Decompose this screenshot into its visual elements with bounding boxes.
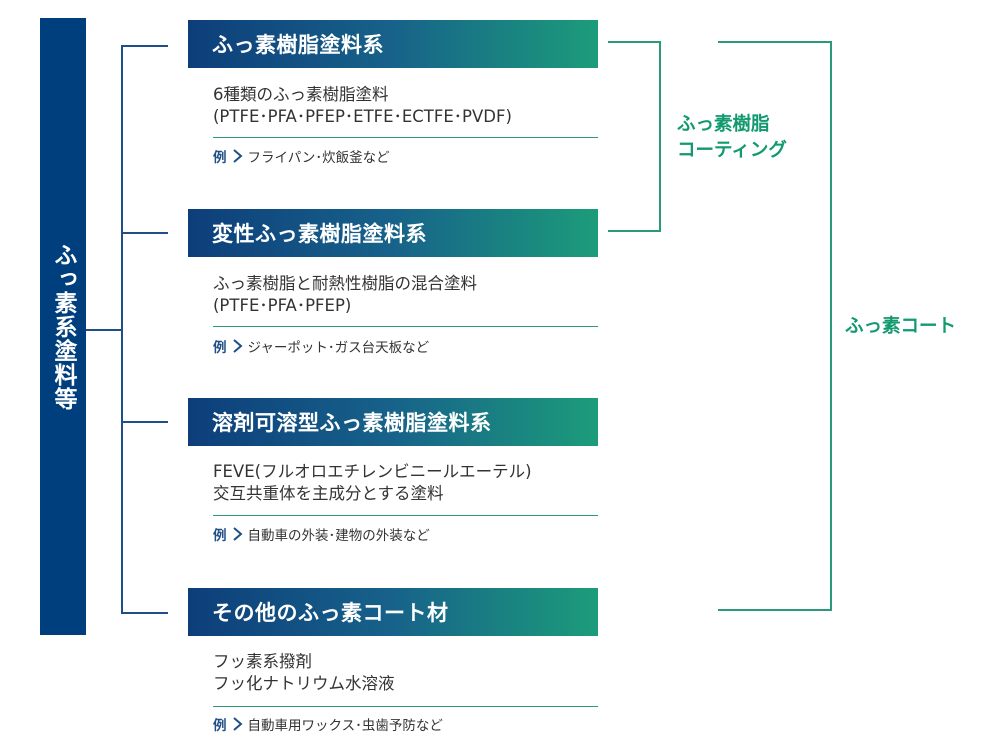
example-3: 例 自動車の外装･建物の外装など: [213, 524, 430, 544]
description-line: 6種類のふっ素樹脂塗料: [213, 85, 389, 104]
coat-group-label: ふっ素コート: [845, 316, 957, 337]
category-description-3: FEVE(フルオロエチレンビニールエーテル) 交互共重体を主成分とする塗料: [213, 461, 598, 505]
description-line: 交互共重体を主成分とする塗料: [213, 484, 444, 503]
coating-bracket-top: [608, 41, 660, 43]
example-text: 自動車用ワックス･虫歯予防など: [247, 718, 443, 734]
coating-group-label-line1: ふっ素樹脂: [677, 114, 770, 135]
category-title: その他のふっ素コート材: [212, 601, 449, 625]
description-line: (PTFE･PFA･PFEP･ETFE･ECTFE･PVDF): [213, 107, 512, 126]
example-label: 例: [213, 718, 227, 734]
root-category-label: ふっ素系塗料等: [50, 242, 76, 411]
coating-bracket-vertical: [659, 41, 661, 232]
example-label: 例: [213, 340, 227, 356]
chevron-right-icon: [232, 149, 243, 163]
coating-bracket-bottom: [608, 230, 660, 232]
coat-bracket-vertical: [830, 41, 832, 611]
branch-line-4: [121, 612, 168, 614]
example-label: 例: [213, 528, 227, 544]
example-text: フライパン･炊飯釜など: [247, 150, 390, 166]
chevron-right-icon: [232, 717, 243, 731]
example-text: 自動車の外装･建物の外装など: [247, 528, 430, 544]
category-description-2: ふっ素樹脂と耐熱性樹脂の混合塗料 (PTFE･PFA･PFEP): [213, 273, 598, 317]
description-line: フッ化ナトリウム水溶液: [213, 674, 395, 693]
chevron-right-icon: [232, 339, 243, 353]
category-header-3: 溶剤可溶型ふっ素樹脂塗料系: [188, 398, 598, 446]
coating-group-label-line2: コーティング: [677, 140, 787, 161]
branch-line-3: [121, 421, 168, 423]
trunk-line: [121, 45, 123, 614]
example-2: 例 ジャーポット･ガス台天板など: [213, 336, 429, 356]
chevron-right-icon: [232, 527, 243, 541]
branch-line-1: [121, 45, 168, 47]
root-category-bar: ふっ素系塗料等: [40, 18, 86, 635]
category-title: ふっ素樹脂塗料系: [212, 33, 384, 57]
coat-bracket-top: [718, 41, 832, 43]
separator-3: [213, 515, 598, 516]
category-description-1: 6種類のふっ素樹脂塗料 (PTFE･PFA･PFEP･ETFE･ECTFE･PV…: [213, 84, 598, 128]
separator-4: [213, 706, 598, 707]
category-title: 溶剤可溶型ふっ素樹脂塗料系: [212, 411, 492, 435]
category-description-4: フッ素系撥剤 フッ化ナトリウム水溶液: [213, 651, 598, 695]
coat-bracket-bottom: [718, 609, 832, 611]
category-header-4: その他のふっ素コート材: [188, 588, 598, 636]
category-header-1: ふっ素樹脂塗料系: [188, 20, 598, 68]
description-line: (PTFE･PFA･PFEP): [213, 296, 352, 315]
coating-group-label: ふっ素樹脂 コーティング: [677, 112, 787, 164]
description-line: フッ素系撥剤: [213, 652, 312, 671]
category-title: 変性ふっ素樹脂塗料系: [212, 222, 427, 246]
example-label: 例: [213, 150, 227, 166]
example-text: ジャーポット･ガス台天板など: [247, 340, 430, 356]
example-4: 例 自動車用ワックス･虫歯予防など: [213, 714, 443, 734]
separator-1: [213, 137, 598, 138]
example-1: 例 フライパン･炊飯釜など: [213, 146, 390, 166]
branch-line-2: [121, 232, 168, 234]
root-connector: [86, 329, 122, 331]
description-line: FEVE(フルオロエチレンビニールエーテル): [213, 462, 532, 481]
separator-2: [213, 326, 598, 327]
category-header-2: 変性ふっ素樹脂塗料系: [188, 209, 598, 257]
description-line: ふっ素樹脂と耐熱性樹脂の混合塗料: [213, 274, 477, 293]
